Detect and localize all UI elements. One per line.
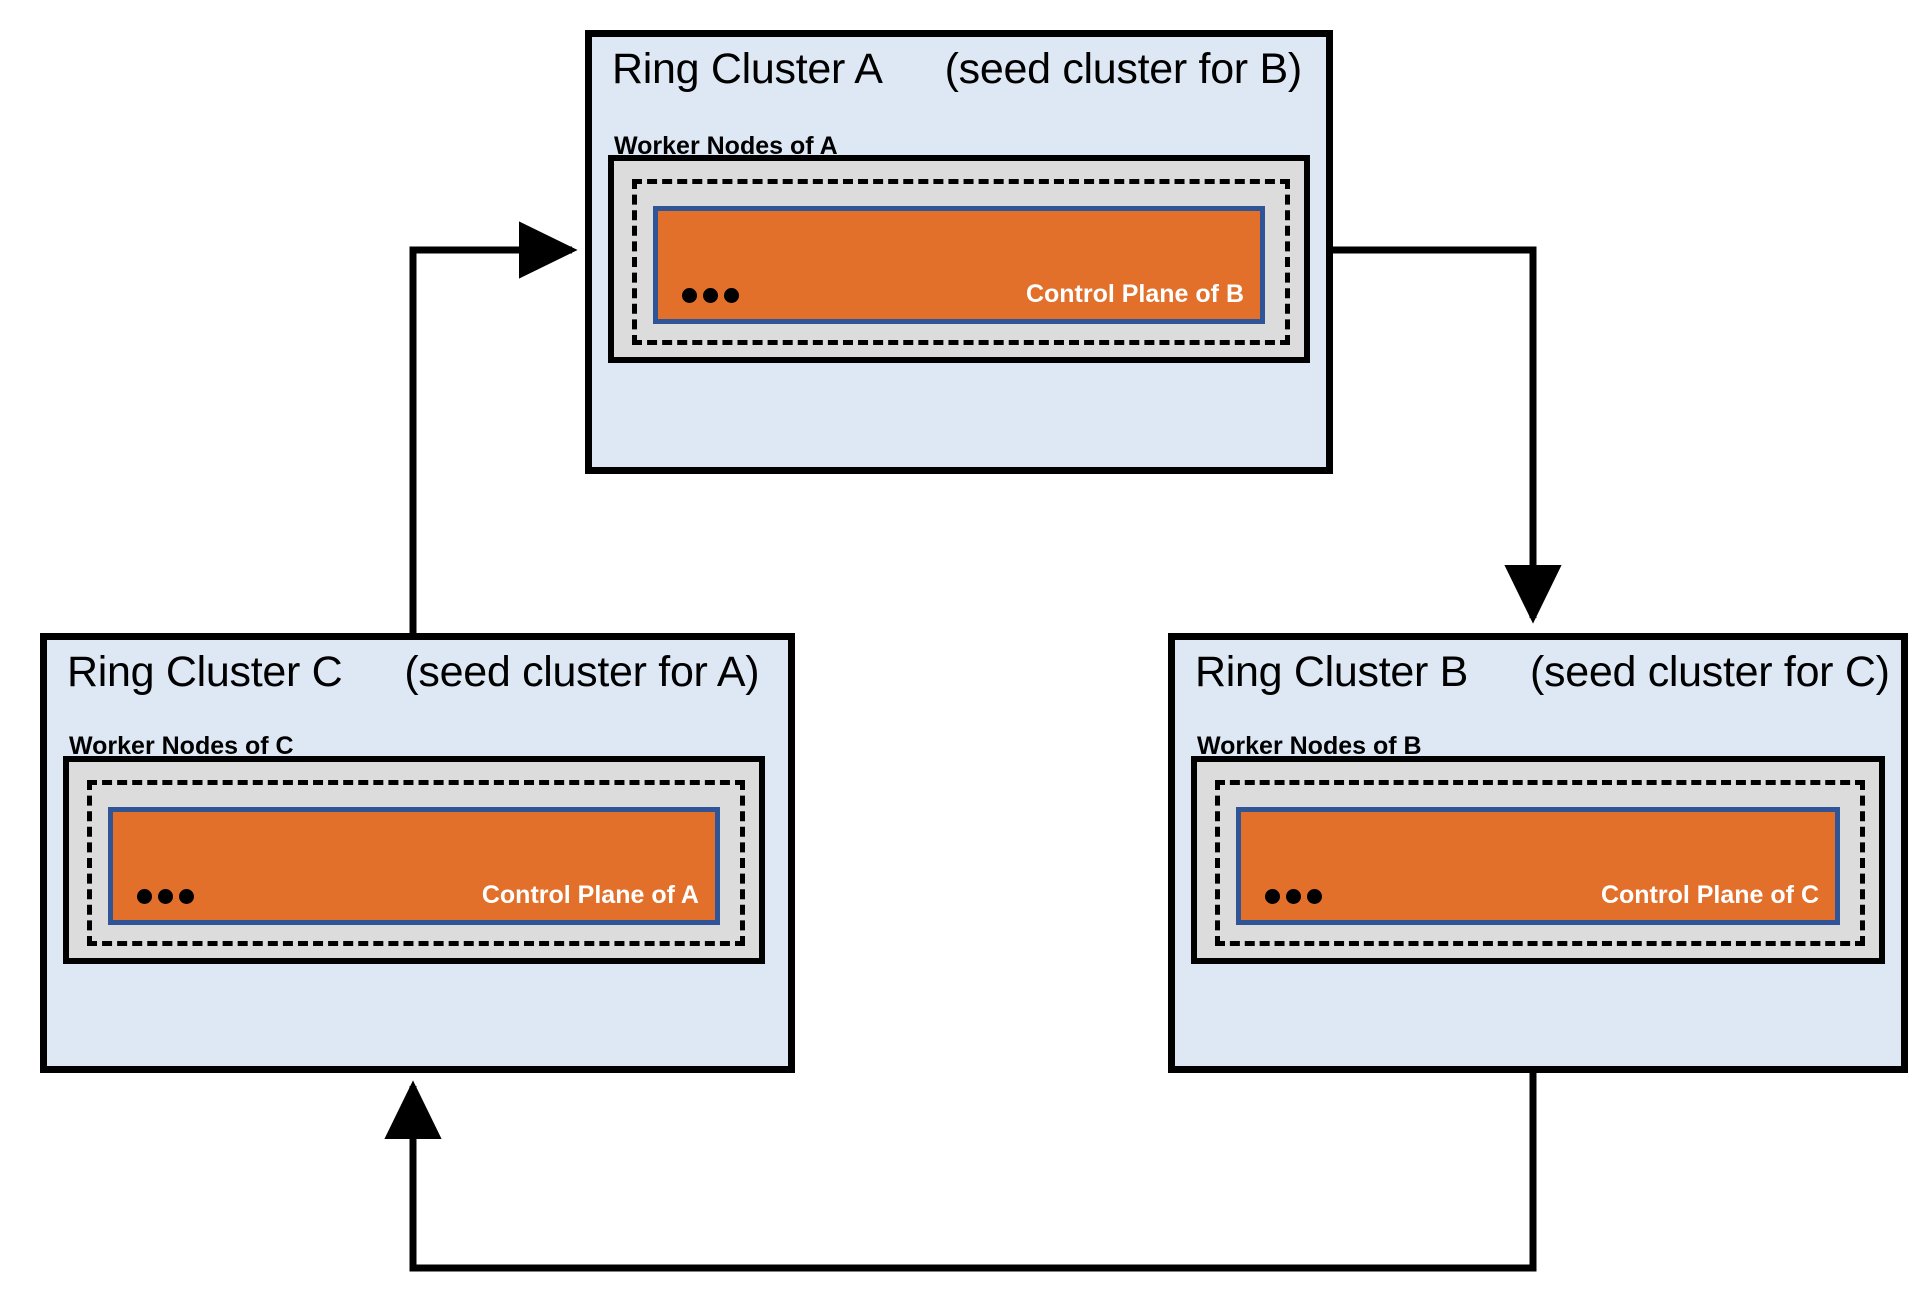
cluster-b-worker-label: Worker Nodes of B (1197, 732, 1422, 760)
cluster-c[interactable]: Ring Cluster C (seed cluster for A) Worke… (40, 633, 795, 1073)
cluster-b-seed-note: (seed cluster for C) (1530, 648, 1890, 696)
cluster-c-worker-box: Control Plane of A (63, 756, 765, 964)
cluster-a[interactable]: Ring Cluster A(seed cluster for B) Worke… (585, 30, 1333, 474)
cluster-c-title: Ring Cluster C (seed cluster for A) (67, 648, 760, 697)
cluster-a-name: Ring Cluster A (612, 45, 883, 93)
cluster-b-name: Ring Cluster B (1195, 648, 1469, 696)
cluster-c-seed-note: (seed cluster for A) (404, 648, 760, 696)
cluster-c-control-plane-label: Control Plane of A (481, 881, 699, 909)
cluster-a-seed-note: (seed cluster for B) (944, 45, 1303, 93)
arrow-c-to-a (409, 221, 578, 633)
cluster-a-ellipsis-dots (682, 288, 739, 303)
arrow-a-to-b (1333, 246, 1562, 624)
cluster-b-ellipsis-dots (1265, 889, 1322, 904)
cluster-c-name: Ring Cluster C (67, 648, 343, 696)
cluster-b-control-plane-label: Control Plane of C (1600, 881, 1819, 909)
cluster-c-control-plane[interactable]: Control Plane of A (108, 807, 720, 925)
cluster-b-worker-box: Control Plane of C (1191, 756, 1885, 964)
cluster-b-control-plane[interactable]: Control Plane of C (1236, 807, 1840, 925)
cluster-a-control-plane[interactable]: Control Plane of B (653, 206, 1265, 324)
cluster-a-control-plane-label: Control Plane of B (1025, 280, 1244, 308)
cluster-c-ellipsis-dots (137, 889, 194, 904)
cluster-b-node-boundary: Control Plane of C (1215, 780, 1865, 946)
cluster-a-node-boundary: Control Plane of B (632, 179, 1290, 345)
cluster-a-worker-box: Control Plane of B (608, 155, 1310, 363)
cluster-c-node-boundary: Control Plane of A (87, 780, 745, 946)
cluster-b-title: Ring Cluster B (seed cluster for C) (1195, 648, 1890, 697)
cluster-a-title: Ring Cluster A (seed cluster for B) (612, 45, 1302, 94)
cluster-c-worker-label: Worker Nodes of C (69, 732, 294, 760)
cluster-b[interactable]: Ring Cluster B (seed cluster for C) Worke… (1168, 633, 1908, 1073)
